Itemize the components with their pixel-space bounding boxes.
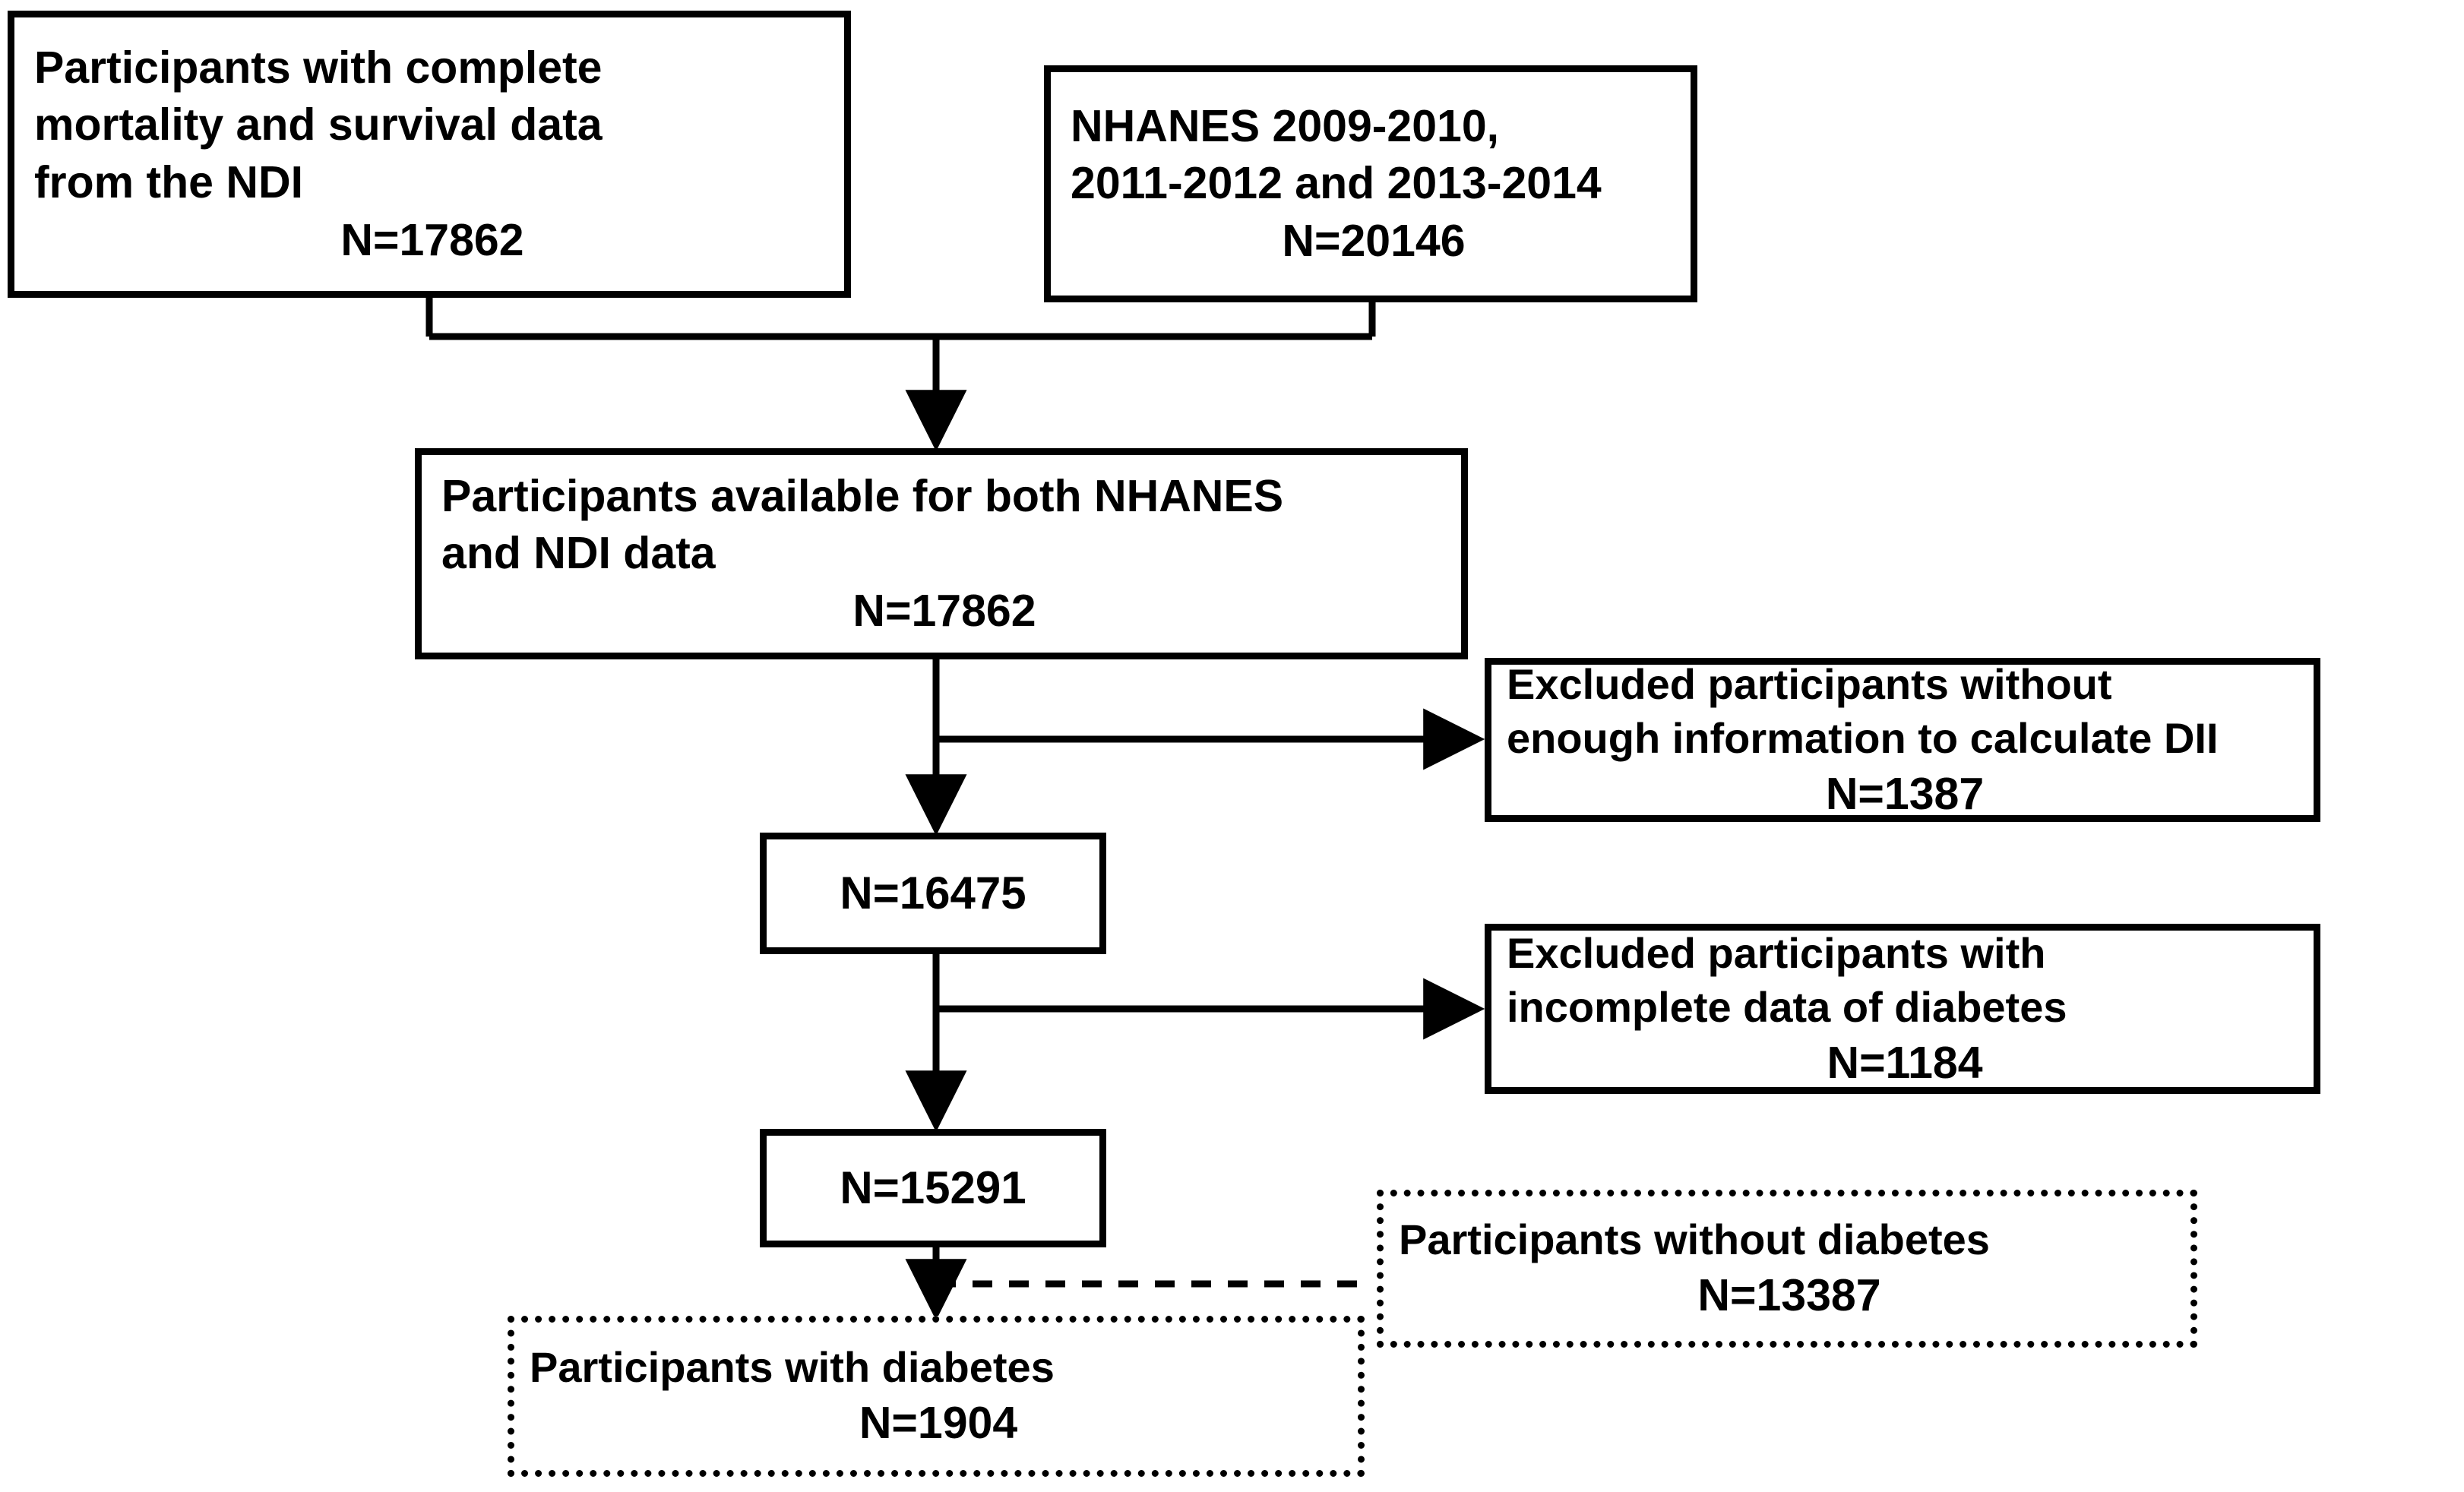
node-complete-mortality: Participants with complete mortality and… <box>8 11 851 298</box>
node-count: N=17862 <box>852 585 1036 636</box>
node-line: Participants without diabetes <box>1399 1215 1990 1264</box>
node-nhanes-cycles: NHANES 2009-2010, 2011-2012 and 2013-201… <box>1044 65 1697 302</box>
node-count: N=1387 <box>1825 768 1985 819</box>
edge-top-merge <box>425 298 1376 340</box>
node-count: N=15291 <box>840 1162 1026 1213</box>
node-line: from the NDI <box>34 157 303 207</box>
node-count: N=1904 <box>859 1398 1018 1449</box>
node-with-diabetes: Participants with diabetes N=1904 <box>508 1316 1365 1477</box>
node-line: 2011-2012 and 2013-2014 <box>1071 158 1602 209</box>
node-line: incomplete data of diabetes <box>1507 983 2067 1032</box>
node-remaining-after-dii: N=16475 <box>760 833 1106 954</box>
node-count: N=16475 <box>840 867 1026 918</box>
node-excluded-diabetes: Excluded participants with incomplete da… <box>1485 924 2320 1094</box>
node-line: mortality and survival data <box>34 100 603 150</box>
node-remaining-after-diabetes: N=15291 <box>760 1129 1106 1247</box>
node-count: N=1184 <box>1827 1037 1983 1088</box>
node-count: N=13387 <box>1697 1270 1881 1321</box>
node-line: Participants available for both NHANES <box>441 470 1284 521</box>
node-line: enough information to calculate DII <box>1507 714 2219 763</box>
node-line: Excluded participants without <box>1507 659 2112 708</box>
node-without-diabetes: Participants without diabetes N=13387 <box>1377 1190 2197 1348</box>
node-line: NHANES 2009-2010, <box>1071 100 1500 151</box>
node-count: N=20146 <box>1282 215 1466 266</box>
node-both-available: Participants available for both NHANES a… <box>415 448 1468 659</box>
node-line: Excluded participants with <box>1507 928 2046 977</box>
node-excluded-dii: Excluded participants without enough inf… <box>1485 658 2320 822</box>
node-line: and NDI data <box>441 528 716 579</box>
node-count: N=17862 <box>340 214 524 265</box>
node-line: Participants with diabetes <box>530 1343 1055 1392</box>
node-line: Participants with complete <box>34 42 603 93</box>
